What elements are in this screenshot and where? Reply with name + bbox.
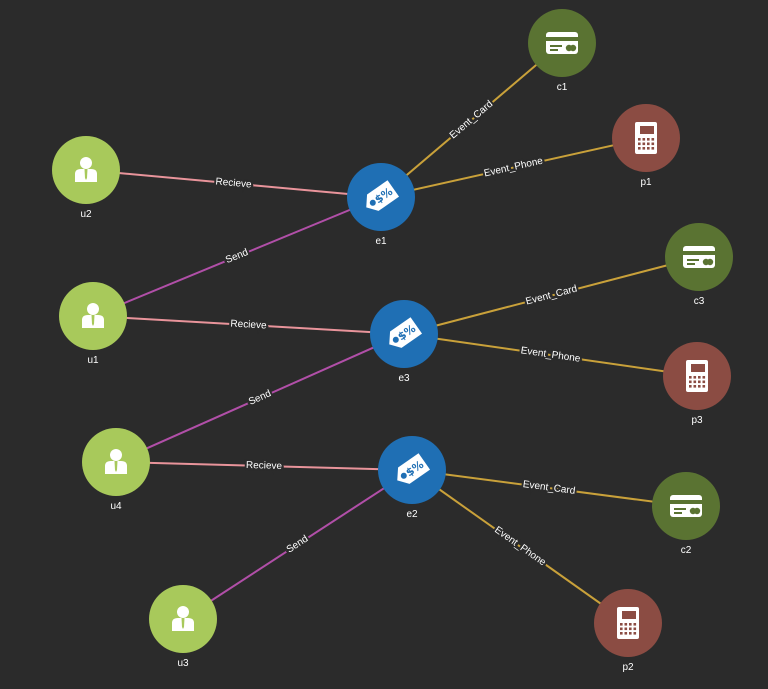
node-c1[interactable]: c1 (528, 9, 596, 93)
edge-line (182, 469, 413, 620)
node-c2[interactable]: c2 (652, 472, 720, 556)
user-icon (105, 449, 127, 474)
node-label: p3 (691, 415, 703, 426)
node-e1[interactable]: $% e1 (347, 163, 415, 247)
node-u3[interactable]: u3 (149, 585, 217, 669)
node-label: c1 (557, 82, 568, 93)
node-c3[interactable]: c3 (665, 223, 733, 307)
node-label: e2 (406, 509, 418, 520)
edge-line (115, 461, 413, 471)
node-label: u4 (110, 501, 122, 512)
edge-line (411, 469, 687, 507)
node-label: p1 (640, 177, 652, 188)
edge-line (411, 469, 629, 624)
edge-line (92, 315, 405, 335)
edge-line (92, 196, 382, 317)
node-e2[interactable]: $% e2 (378, 436, 446, 520)
node-p3[interactable]: p3 (663, 342, 731, 426)
node-label: e1 (375, 236, 387, 247)
node-label: e3 (398, 373, 410, 384)
price-tag-icon: $% (366, 180, 400, 211)
edge-line (85, 169, 382, 198)
node-u4[interactable]: u4 (82, 428, 150, 512)
credit-card-icon (670, 495, 702, 517)
node-label: u2 (80, 209, 92, 220)
user-icon (82, 303, 104, 328)
edge-u2-e1[interactable]: Recieve (85, 169, 382, 198)
nodes-layer: u2 u1 u4 u3 $% e1 $% e3 $% e2 c1 c3 c2 p1 p3 p2 (52, 9, 733, 673)
node-u2[interactable]: u2 (52, 136, 120, 220)
node-e3[interactable]: $% e3 (370, 300, 438, 384)
phone-icon (617, 607, 639, 639)
user-icon (75, 157, 97, 182)
edge-line (380, 137, 647, 198)
node-label: u3 (177, 658, 189, 669)
node-label: c3 (694, 296, 705, 307)
edge-line (403, 256, 700, 335)
edge-line (115, 333, 405, 463)
edge-label: Recieve (246, 460, 283, 472)
node-p1[interactable]: p1 (612, 104, 680, 188)
node-label: c2 (681, 545, 692, 556)
price-tag-icon: $% (397, 453, 431, 484)
edge-line (403, 333, 698, 377)
user-icon (172, 606, 194, 631)
edge-label: Recieve (230, 318, 267, 331)
node-u1[interactable]: u1 (59, 282, 127, 366)
edge-u4-e2[interactable]: Recieve (115, 458, 413, 474)
phone-icon (686, 360, 708, 392)
edge-label: Recieve (215, 176, 252, 190)
price-tag-icon: $% (389, 317, 423, 348)
edge-line (380, 42, 563, 198)
edge-u1-e3[interactable]: Recieve (92, 315, 405, 335)
node-label: u1 (87, 355, 99, 366)
node-p2[interactable]: p2 (594, 589, 662, 673)
credit-card-icon (683, 246, 715, 268)
phone-icon (635, 122, 657, 154)
credit-card-icon (546, 32, 578, 54)
node-label: p2 (622, 662, 634, 673)
